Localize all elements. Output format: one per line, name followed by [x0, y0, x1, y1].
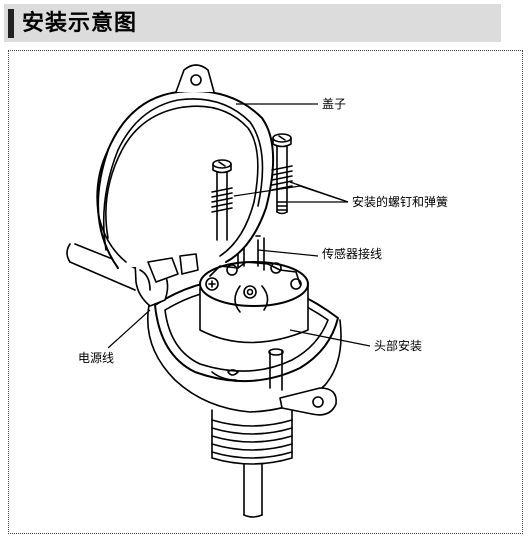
screw-left	[211, 159, 233, 241]
threaded-fitting	[211, 409, 293, 465]
transmitter-module	[199, 235, 309, 344]
leader-head	[289, 329, 371, 347]
diagram-frame	[8, 50, 523, 534]
label-screws: 安装的螺钉和弹簧	[352, 194, 448, 209]
leader-screws-2	[289, 181, 349, 203]
label-cover: 盖子	[322, 97, 346, 111]
cover-dome	[96, 149, 127, 263]
screw-right	[271, 133, 293, 215]
label-power-cable: 电源线	[78, 351, 114, 365]
cover-lid	[97, 64, 275, 283]
label-head-mounting: 头部安装	[374, 338, 422, 353]
page-title: 安装示意图	[22, 11, 138, 36]
header-accent-bar	[8, 9, 14, 38]
label-sensor-wiring: 传感器接线	[322, 246, 382, 261]
header-band: 安装示意图	[4, 4, 501, 42]
leader-sensor	[257, 249, 319, 257]
leader-power	[107, 309, 151, 349]
